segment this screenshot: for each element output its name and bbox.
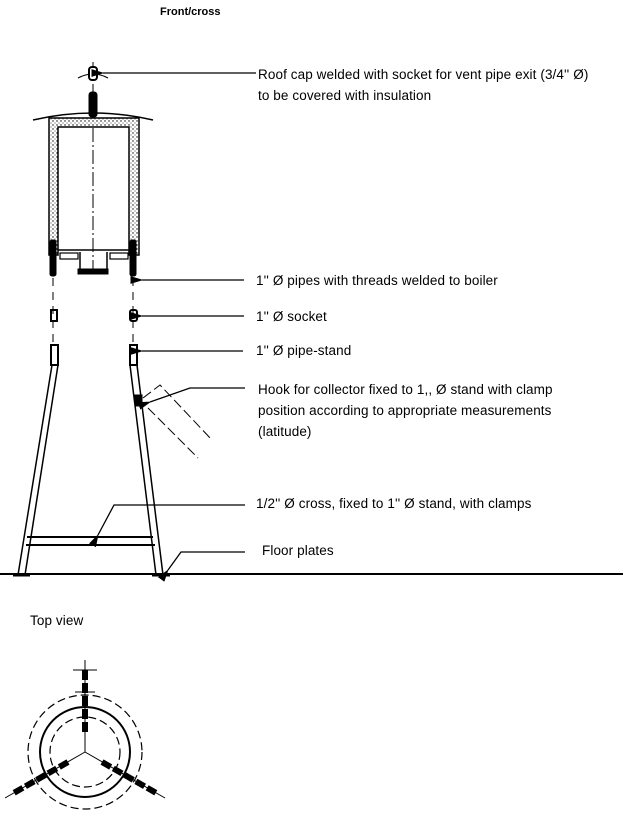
- label-hook-line-2: position according to appropriate measur…: [258, 403, 552, 418]
- boiler-pipe-left: [49, 239, 57, 277]
- collector-outline: [142, 384, 213, 459]
- top-view-drawing: [4, 660, 166, 810]
- collector-hook-icon: [134, 394, 143, 407]
- label-pipe-stand: 1'' Ø pipe-stand: [256, 343, 352, 358]
- label-hook-line-3: (latitude): [258, 424, 312, 439]
- diagram-title: Front/cross: [160, 6, 221, 18]
- label-roof-cap-line-1: Roof cap welded with socket for vent pip…: [258, 67, 589, 82]
- vent-pipe: [88, 91, 98, 118]
- label-roof-cap: Roof cap welded with socket for vent pip…: [258, 64, 588, 106]
- boiler-pipe-right: [129, 239, 137, 277]
- label-roof-cap-line-2: to be covered with insulation: [258, 88, 432, 103]
- socket-left: [50, 309, 58, 322]
- label-pipes: 1'' Ø pipes with threads welded to boile…: [256, 273, 498, 288]
- top-view-label: Top view: [30, 613, 84, 628]
- label-floor-plates: Floor plates: [262, 543, 334, 558]
- label-socket: 1'' Ø socket: [256, 309, 327, 324]
- label-hook: Hook for collector fixed to 1,, Ø stand …: [258, 379, 553, 442]
- pipe-stand: [13, 344, 170, 577]
- label-hook-line-1: Hook for collector fixed to 1,, Ø stand …: [258, 382, 553, 397]
- label-cross: 1/2'' Ø cross, fixed to 1'' Ø stand, wit…: [256, 496, 532, 511]
- leader-lines: [89, 69, 256, 582]
